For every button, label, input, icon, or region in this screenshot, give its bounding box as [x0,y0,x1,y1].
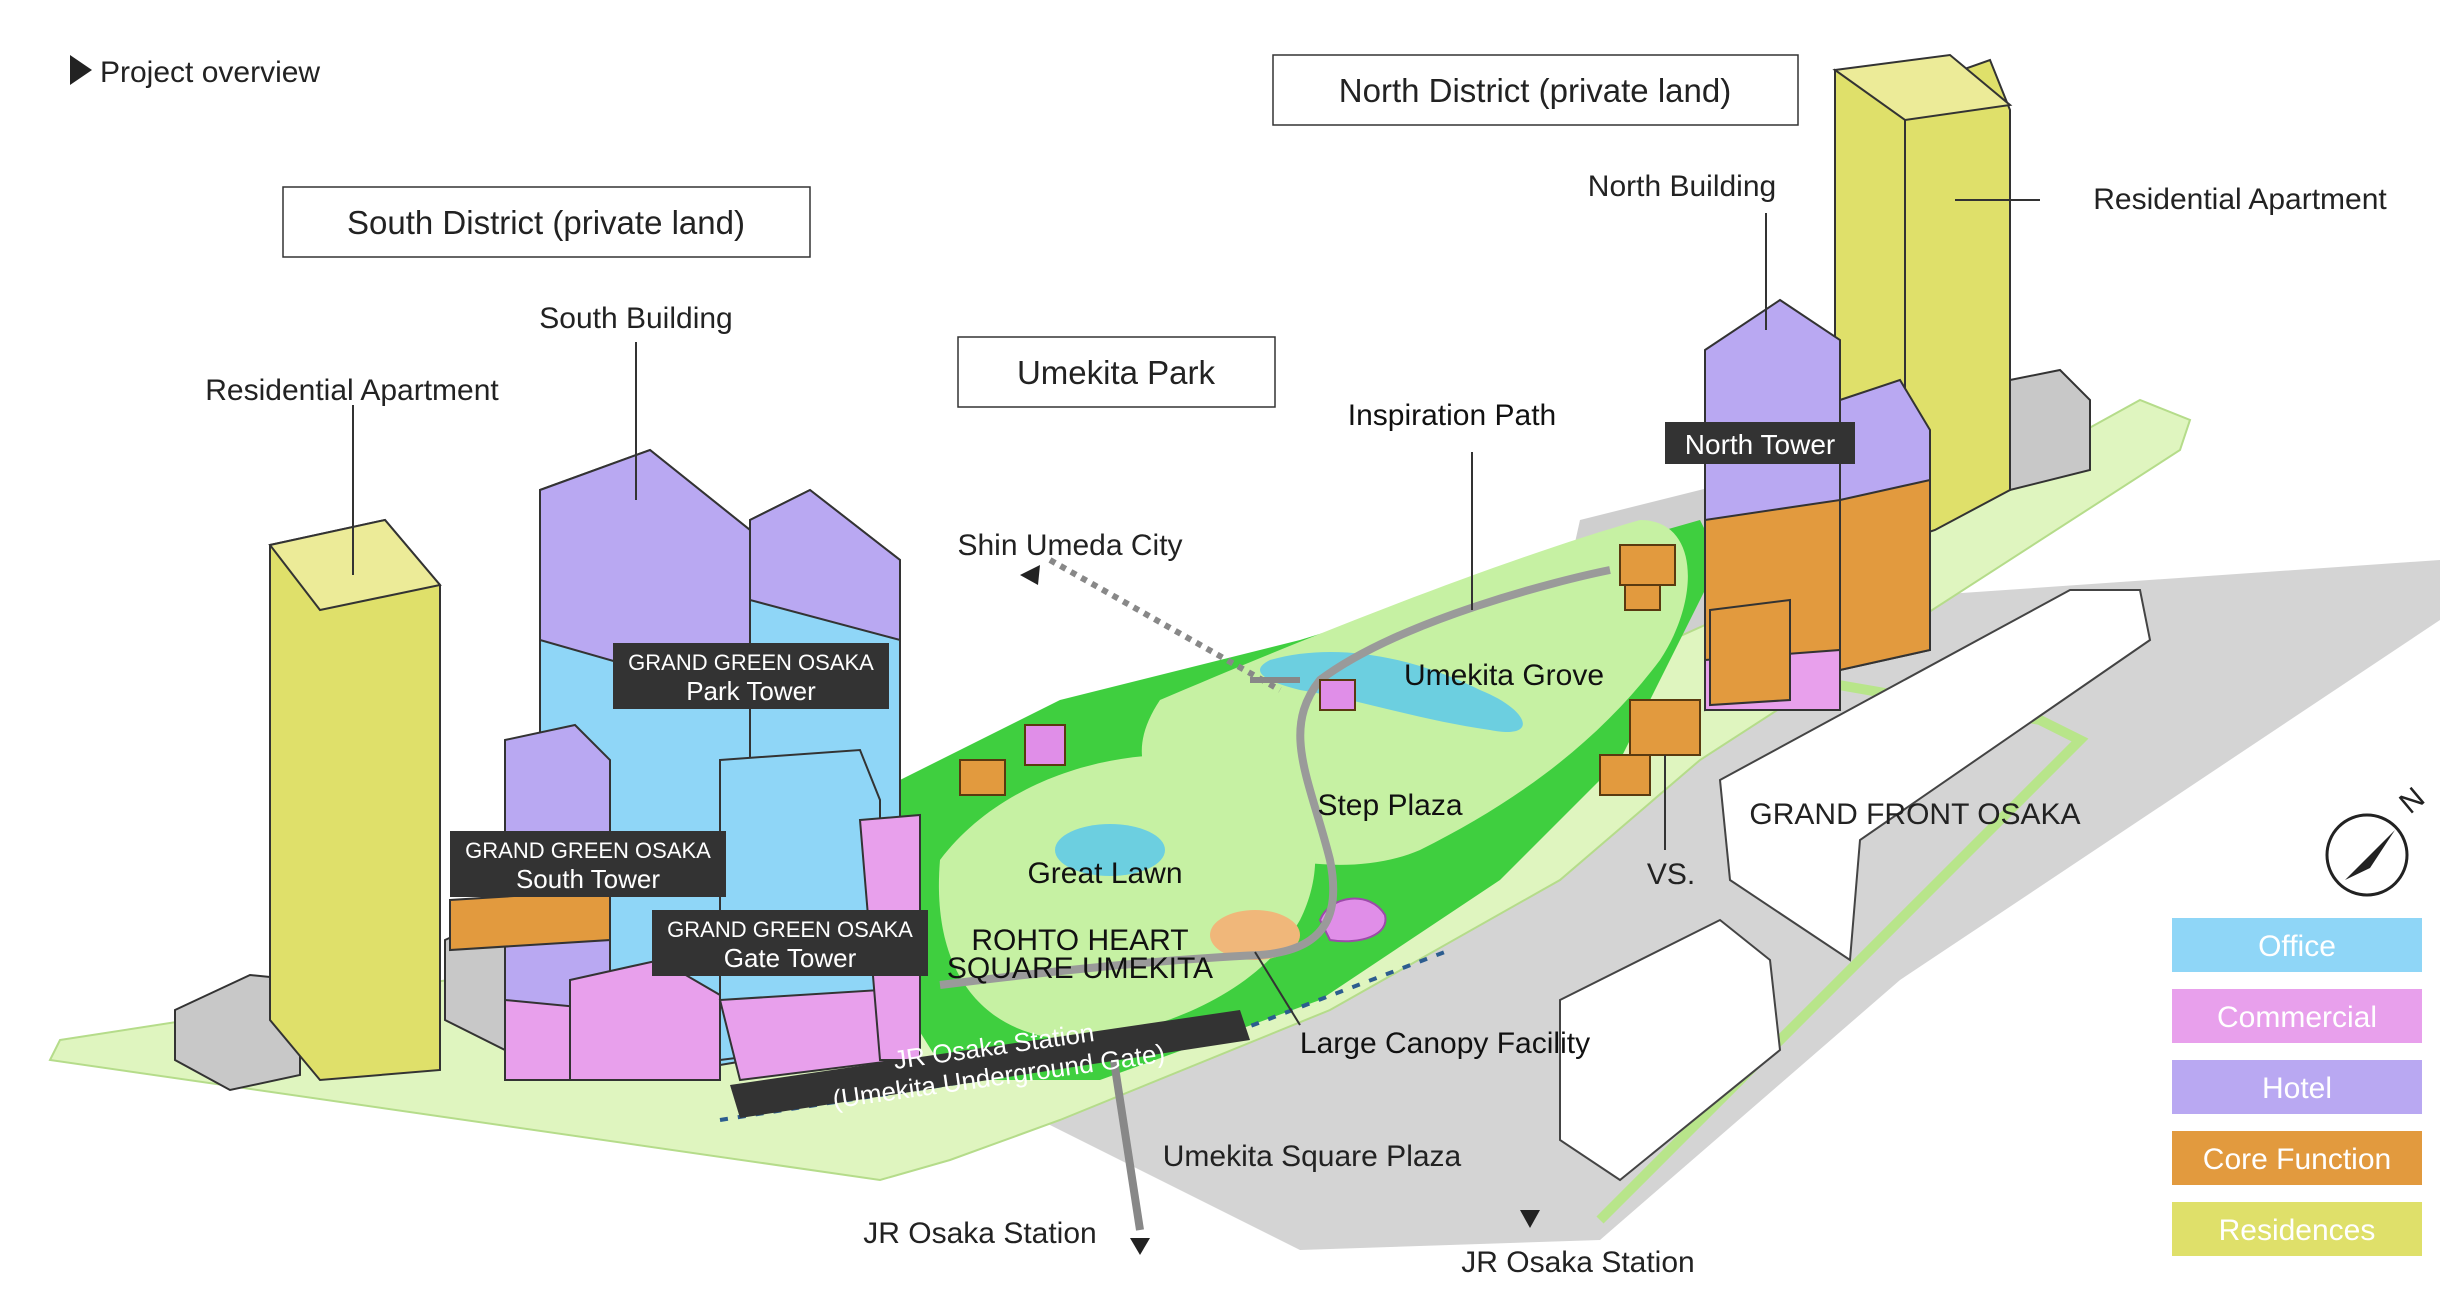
svg-text:Gate Tower: Gate Tower [724,943,857,973]
svg-text:GRAND GREEN OSAKA: GRAND GREEN OSAKA [628,650,874,675]
compass: N [2325,781,2431,897]
south-building-label: South Building [539,302,732,335]
arrows [1020,565,1540,1255]
legend-swatch [2172,1060,2422,1114]
legend-label: Commercial [2217,1001,2377,1034]
great-lawn-label: Great Lawn [1027,857,1182,890]
svg-text:Park Tower: Park Tower [686,676,816,706]
north-arrow-icon [2345,830,2395,880]
legend-swatch [2172,989,2422,1043]
arrow-jr-left-icon [1130,1238,1150,1255]
legend-label: Office [2258,930,2336,963]
arrow-jr-right-icon [1520,1210,1540,1228]
vs-label: VS. [1647,858,1695,891]
jr-station-left-label: JR Osaka Station [863,1217,1096,1250]
rohto-label-line2: SQUARE UMEKITA [947,952,1213,985]
svg-text:Umekita Park: Umekita Park [1017,354,1216,391]
legend-label: Residences [2219,1214,2376,1247]
park-pavilions [959,544,1701,796]
legend-swatch [2172,1131,2422,1185]
grand-front-osaka-blocks [1559,589,2152,1182]
svg-text:South Tower: South Tower [516,864,660,894]
north-tower-tag: North Tower [1665,422,1855,464]
arrow-shin-umeda-icon [1020,565,1040,585]
legend-label: Hotel [2262,1072,2332,1105]
south-buildings [174,448,921,1092]
umekita-park-box: Umekita Park [957,336,1276,408]
jr-station-right-label: JR Osaka Station [1461,1246,1694,1279]
svg-text:North Tower: North Tower [1685,429,1835,460]
legend-swatch [2172,918,2422,972]
legend-label: Core Function [2203,1143,2391,1176]
svg-text:GRAND GREEN OSAKA: GRAND GREEN OSAKA [667,917,913,942]
svg-text:North District (private land): North District (private land) [1339,72,1731,109]
park-tower-tag: GRAND GREEN OSAKA Park Tower [613,643,889,709]
north-building-label: North Building [1588,170,1776,203]
north-buildings [1704,53,2091,712]
square-plaza-label: Umekita Square Plaza [1163,1140,1462,1173]
south-tower-tag: GRAND GREEN OSAKA South Tower [450,831,726,897]
header: Project overview [70,55,320,89]
gate-tower-tag: GRAND GREEN OSAKA Gate Tower [652,910,928,976]
svg-text:GRAND GREEN OSAKA: GRAND GREEN OSAKA [465,838,711,863]
rohto-label-line1: ROHTO HEART [971,924,1188,957]
compass-letter: N [2393,781,2431,820]
grand-front-label: GRAND FRONT OSAKA [1749,798,2080,831]
residential-south-label: Residential Apartment [205,374,499,407]
umekita-grove-label: Umekita Grove [1404,659,1604,692]
south-district-box: South District (private land) [282,186,811,258]
triangle-bullet-icon [70,55,92,85]
step-plaza-label: Step Plaza [1317,789,1462,822]
leader-lines [352,199,2040,1026]
inspiration-path-label: Inspiration Path [1348,399,1556,432]
residential-north-label: Residential Apartment [2093,183,2387,216]
legend-swatch [2172,1202,2422,1256]
north-district-box: North District (private land) [1272,54,1799,126]
underground-gate-bar: JR Osaka Station (Umekita Underground Ga… [730,1010,1250,1118]
page-title: Project overview [100,56,320,89]
large-canopy-label: Large Canopy Facility [1300,1027,1590,1060]
shin-umeda-label: Shin Umeda City [957,529,1182,562]
svg-text:South District (private land): South District (private land) [347,204,745,241]
